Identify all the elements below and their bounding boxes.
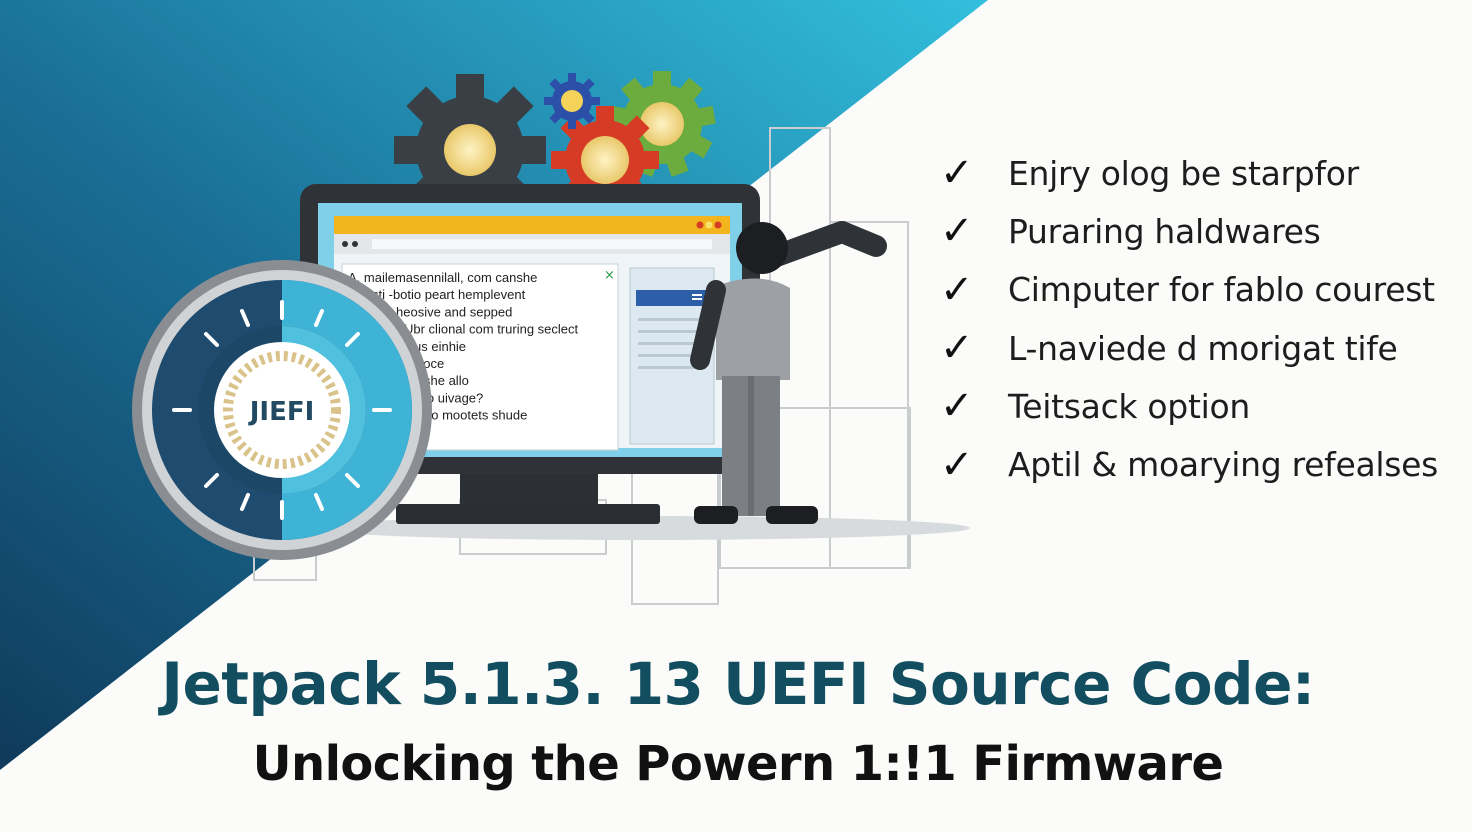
- code-dialog-line: A. mailemasennilall, com canshe: [348, 270, 537, 285]
- feature-checklist: ✓ Enjry olog be starpfor ✓ Puraring haldwar…: [940, 144, 1438, 494]
- code-dialog-line: lo uivage?: [424, 390, 483, 405]
- checklist-item-label: Aptil & moarying refealses: [1008, 445, 1439, 485]
- browser-titlebar: [334, 216, 730, 234]
- checklist-item: ✓ Cimputer for fablo courest: [940, 261, 1438, 319]
- code-dialog-line: heosive and sepped: [396, 304, 512, 319]
- checklist-item-label: Teitsack option: [1008, 386, 1250, 426]
- person-figure: [690, 221, 887, 524]
- blue-gear-icon: [544, 73, 600, 129]
- code-dialog-line: sti -botio peart hemplevent: [372, 287, 526, 302]
- checkmark-icon: ✓: [940, 383, 974, 430]
- checkmark-icon: ✓: [940, 325, 974, 372]
- page-headline: Jetpack 5.1.3. 13 UEFI Source Code:: [161, 650, 1315, 718]
- checkmark-icon: ✓: [940, 150, 974, 197]
- checklist-item: ✓ L-naviede d morigat tife: [940, 319, 1438, 377]
- checklist-item: ✓ Puraring haldwares: [940, 202, 1438, 260]
- monitor-stand-base: [396, 504, 660, 524]
- red-gear-icon: [551, 106, 659, 214]
- checklist-item: ✓ Enjry olog be starpfor: [940, 144, 1438, 202]
- checkmark-icon: ✓: [940, 441, 974, 488]
- monitor-stand-neck: [460, 468, 598, 508]
- page-subtitle: Unlocking the Powern 1:!1 Firmware: [252, 736, 1224, 792]
- checklist-item: ✓ Teitsack option: [940, 377, 1438, 435]
- code-dialog-line: us einhie: [414, 339, 466, 354]
- badge-label: JIEFI: [248, 397, 315, 427]
- checklist-item-label: Puraring haldwares: [1008, 211, 1321, 251]
- checkmark-icon: ✓: [940, 266, 974, 313]
- code-dialog-text: A. mailemasennilall, com canshe sti -boti…: [348, 270, 579, 423]
- code-dialog-line: Ubr clional com truring seclect: [404, 322, 579, 337]
- checklist-item-label: L-naviede d morigat tife: [1008, 328, 1398, 368]
- dialog-close-icon[interactable]: ×: [604, 268, 615, 283]
- code-dialog-line: she allo: [424, 373, 469, 388]
- checklist-item: ✓ Aptil & moarying refealses: [940, 435, 1438, 493]
- uefi-dial-badge: JIEFI: [132, 260, 432, 560]
- code-dialog-line: oo mootets shude: [424, 408, 527, 423]
- checklist-item-label: Enjry olog be starpfor: [1008, 153, 1359, 193]
- checklist-item-label: Cimputer for fablo courest: [1008, 270, 1435, 310]
- checkmark-icon: ✓: [940, 208, 974, 255]
